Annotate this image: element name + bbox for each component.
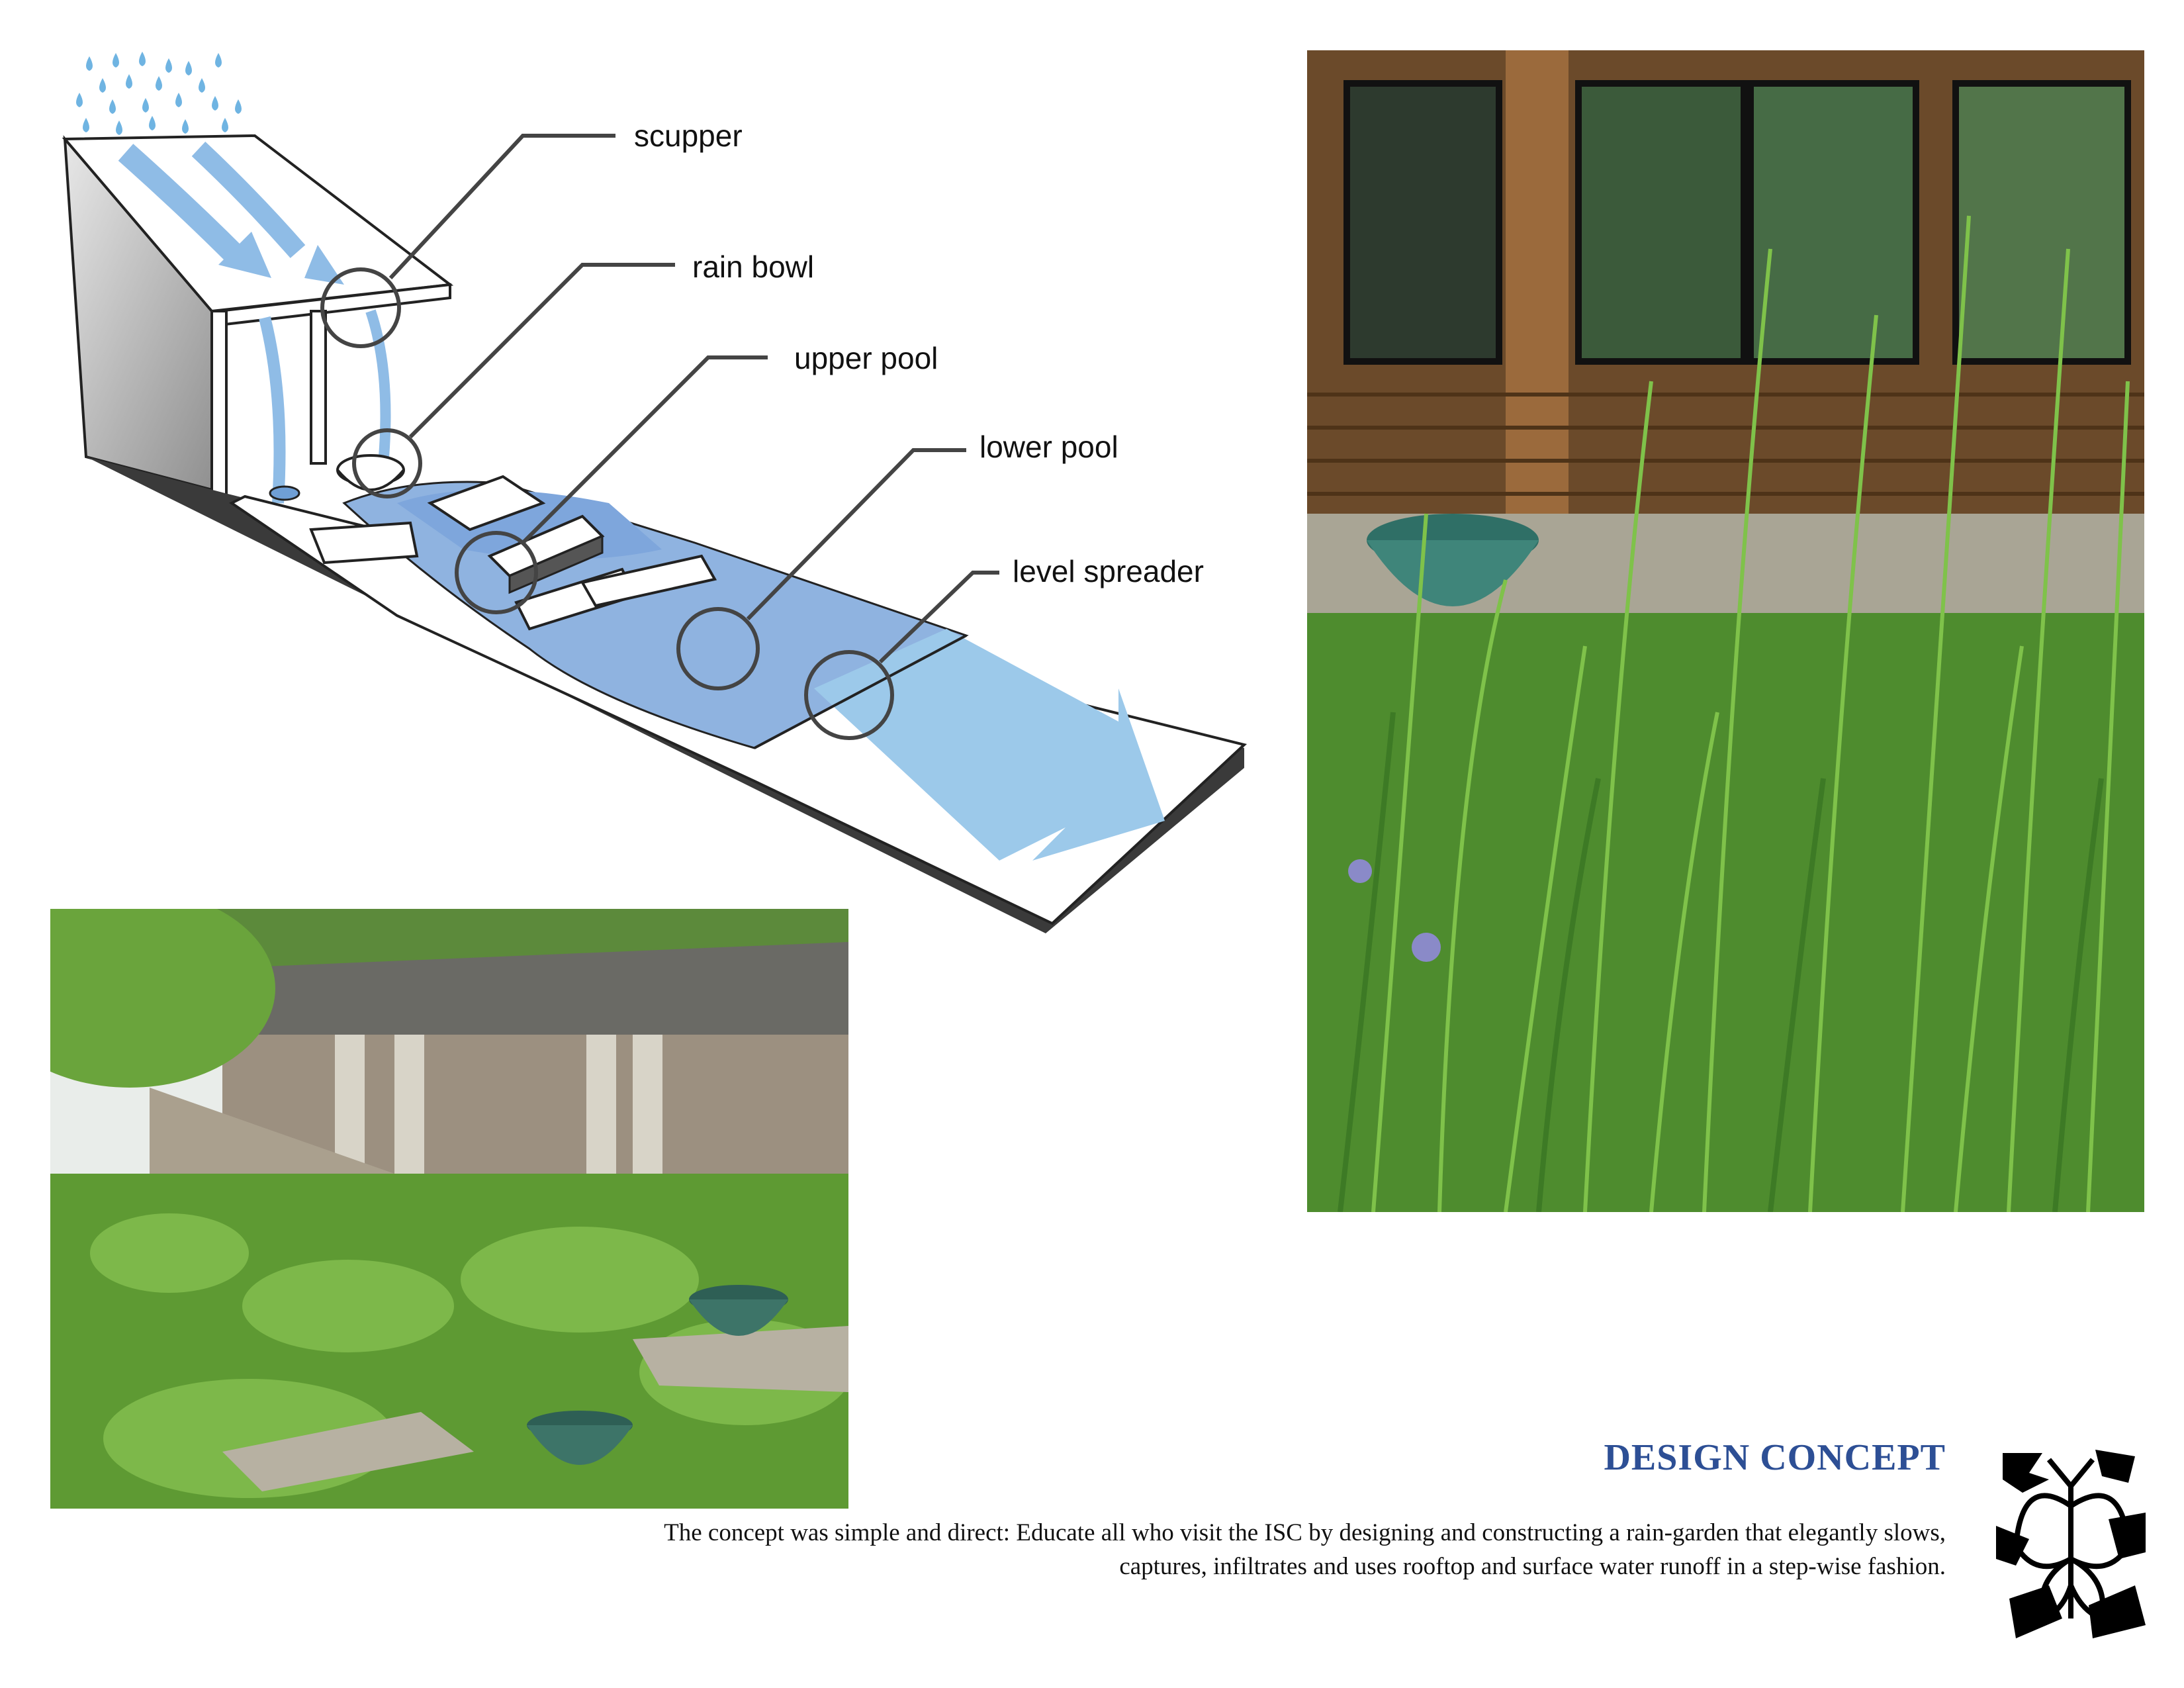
- label-level-spreader: level spreader: [1013, 554, 1204, 588]
- concept-body: The concept was simple and direct: Educa…: [664, 1519, 1946, 1580]
- building-wall: [62, 134, 454, 504]
- rain-drops-icon: [76, 52, 242, 135]
- butterfly-logo-icon: [1996, 1446, 2146, 1645]
- diagram-illustration: [62, 52, 1248, 933]
- concept-title: DESIGN CONCEPT: [1604, 1437, 1946, 1478]
- label-upper-pool: upper pool: [794, 341, 938, 375]
- label-scupper: scupper: [634, 118, 743, 153]
- rain-garden-diagram: scupper rain bowl upper pool lower pool …: [0, 0, 1257, 947]
- callouts: [320, 134, 999, 740]
- rain-bowl-with-grasses-photo: [1307, 50, 2144, 1212]
- label-lower-pool: lower pool: [979, 430, 1118, 464]
- ground-slab: [86, 454, 1248, 933]
- courtyard-rain-garden-photo: [50, 909, 848, 1509]
- label-rain-bowl: rain bowl: [692, 250, 815, 284]
